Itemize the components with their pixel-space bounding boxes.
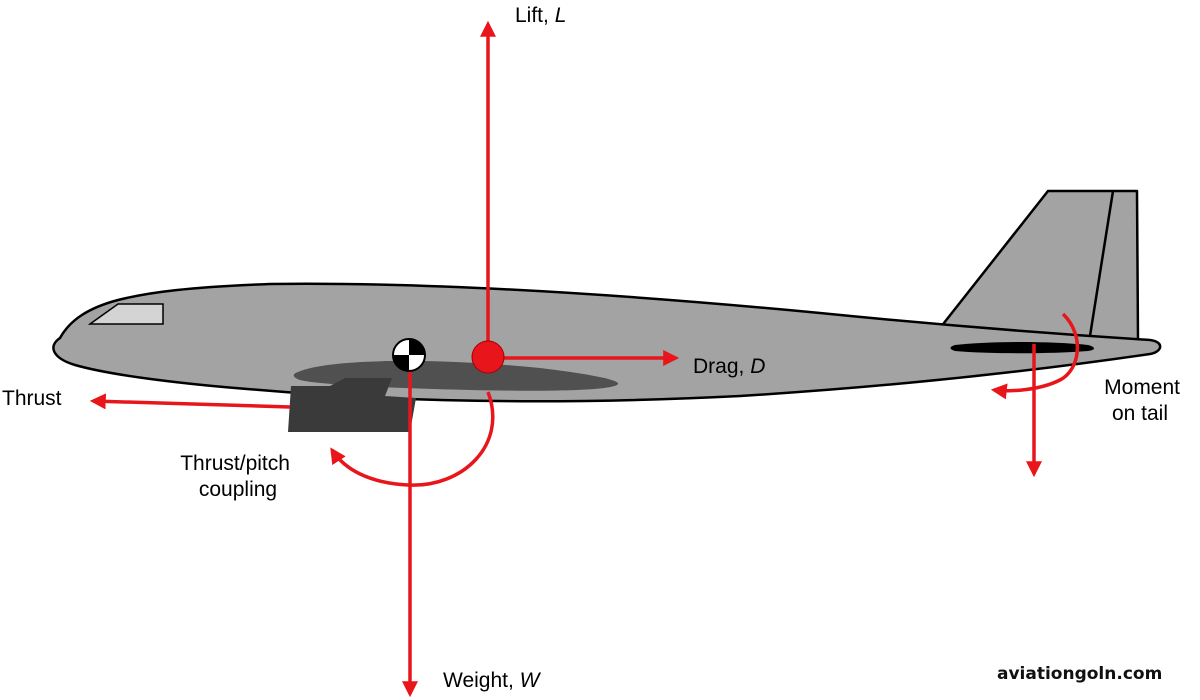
weight-label: Weight, W bbox=[443, 669, 542, 692]
center-of-pressure-dot bbox=[471, 340, 505, 374]
center-of-gravity-icon bbox=[392, 338, 426, 372]
thrust-label: Thrust bbox=[2, 387, 62, 410]
thrust-pitch-coupling-arrow bbox=[330, 391, 495, 487]
cockpit-window bbox=[87, 303, 164, 325]
watermark: aviationgoln.com bbox=[997, 664, 1162, 684]
horizontal-stabilizer bbox=[950, 342, 1094, 354]
lift-label: Lift, L bbox=[515, 4, 566, 27]
drag-label: Drag, D bbox=[693, 355, 765, 378]
moment-on-tail-label: Moment on tail bbox=[1104, 376, 1186, 425]
thrust-arrow bbox=[89, 393, 291, 410]
thrust-pitch-coupling-label: Thrust/pitch coupling bbox=[180, 452, 296, 501]
rudder-hinge-line bbox=[1088, 190, 1115, 337]
engine-nacelle bbox=[288, 378, 416, 432]
tail-moment-arrow bbox=[990, 312, 1079, 400]
